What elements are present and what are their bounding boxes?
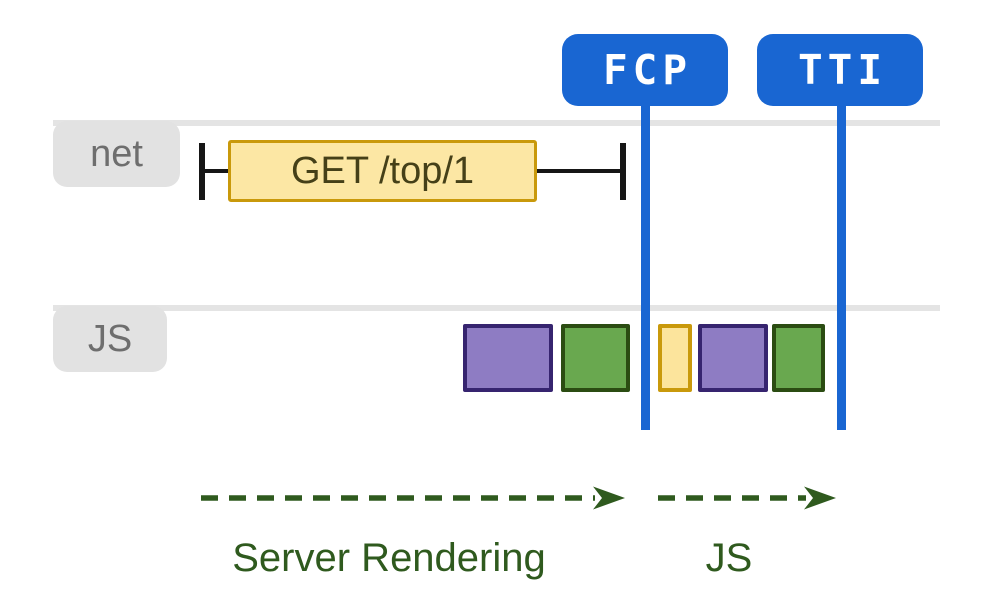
js-task-block-green-2 [772,324,825,392]
js-phase-arrow [658,486,836,510]
server-rendering-phase-arrow [201,486,625,510]
net-lane-baseline [53,120,940,126]
network-request-box: GET /top/1 [228,140,537,202]
js-lane-label-text: JS [87,317,133,360]
js-task-block-green-1 [561,324,630,392]
net-lane-label: net [53,121,180,187]
fcp-badge-label: FCP [602,46,693,94]
js-task-block-purple-1 [463,324,553,392]
tti-marker-line [837,103,846,430]
js-arrowhead-icon [804,486,836,510]
request-start-connector [203,169,228,173]
network-request-label: GET /top/1 [290,149,475,192]
tti-badge: TTI [757,34,923,106]
fcp-marker-line [641,103,650,430]
tti-badge-label: TTI [797,46,888,94]
server-rendering-phase-label: Server Rendering [232,536,546,580]
js-task-block-purple-2 [698,324,768,392]
fcp-badge: FCP [562,34,728,106]
request-end-tick [620,143,626,200]
js-phase-label: JS [705,536,753,580]
js-lane-baseline [53,305,940,311]
js-lane-label: JS [53,306,167,372]
js-task-block-yellow-1 [658,324,692,392]
net-lane-label-text: net [90,132,143,175]
request-start-tick [199,143,205,200]
request-end-connector [537,169,622,173]
server-rendering-arrowhead-icon [593,486,625,510]
